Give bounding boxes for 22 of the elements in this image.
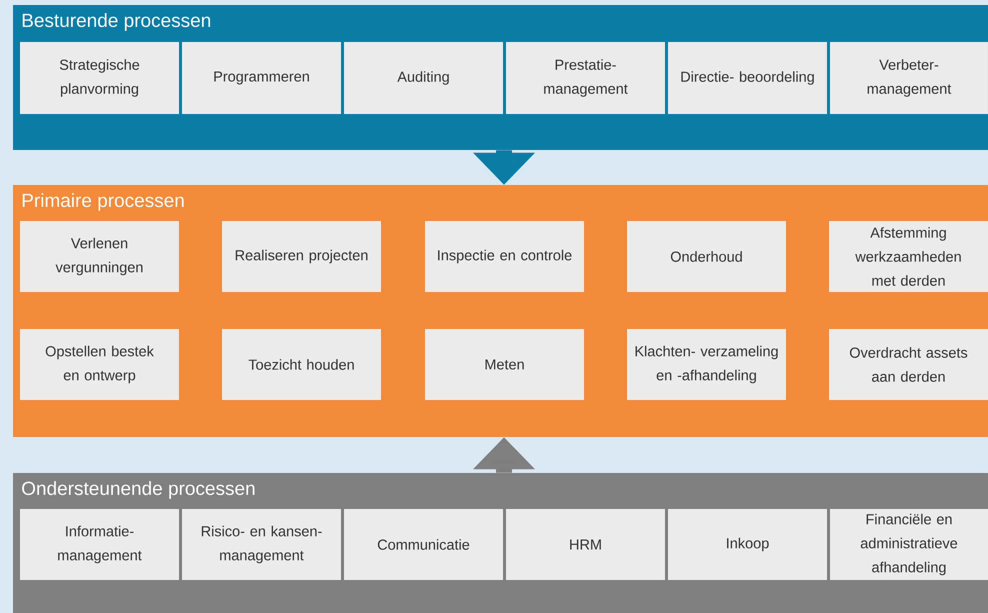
process-box: Klachten- verzameling en -afhandeling xyxy=(627,329,786,400)
process-box: Meten xyxy=(425,329,584,400)
process-box: HRM xyxy=(506,509,665,580)
process-box: Realiseren projecten xyxy=(222,221,381,292)
process-box: Auditing xyxy=(344,42,503,114)
process-box: Directie- beoordeling xyxy=(668,42,827,114)
process-box: Toezicht houden xyxy=(222,329,381,400)
process-box: Strategische planvorming xyxy=(20,42,179,114)
process-box: Programmeren xyxy=(182,42,341,114)
process-box: Risico- en kansen- management xyxy=(182,509,341,580)
process-box: Informatie- management xyxy=(20,509,179,580)
process-box: Opstellen bestek en ontwerp xyxy=(20,329,179,400)
process-box: Inspectie en controle xyxy=(425,221,584,292)
process-box: Financiële en administratieve afhandeling xyxy=(830,509,988,580)
process-box: Verlenen vergunningen xyxy=(20,221,179,292)
process-box: Afstemming werkzaamheden met derden xyxy=(829,221,988,292)
process-box: Verbeter- management xyxy=(830,42,988,114)
process-box: Inkoop xyxy=(668,509,827,580)
process-box: Prestatie- management xyxy=(506,42,665,114)
process-box: Overdracht assets aan derden xyxy=(829,329,988,400)
process-box: Onderhoud xyxy=(627,221,786,292)
process-box: Communicatie xyxy=(344,509,503,580)
